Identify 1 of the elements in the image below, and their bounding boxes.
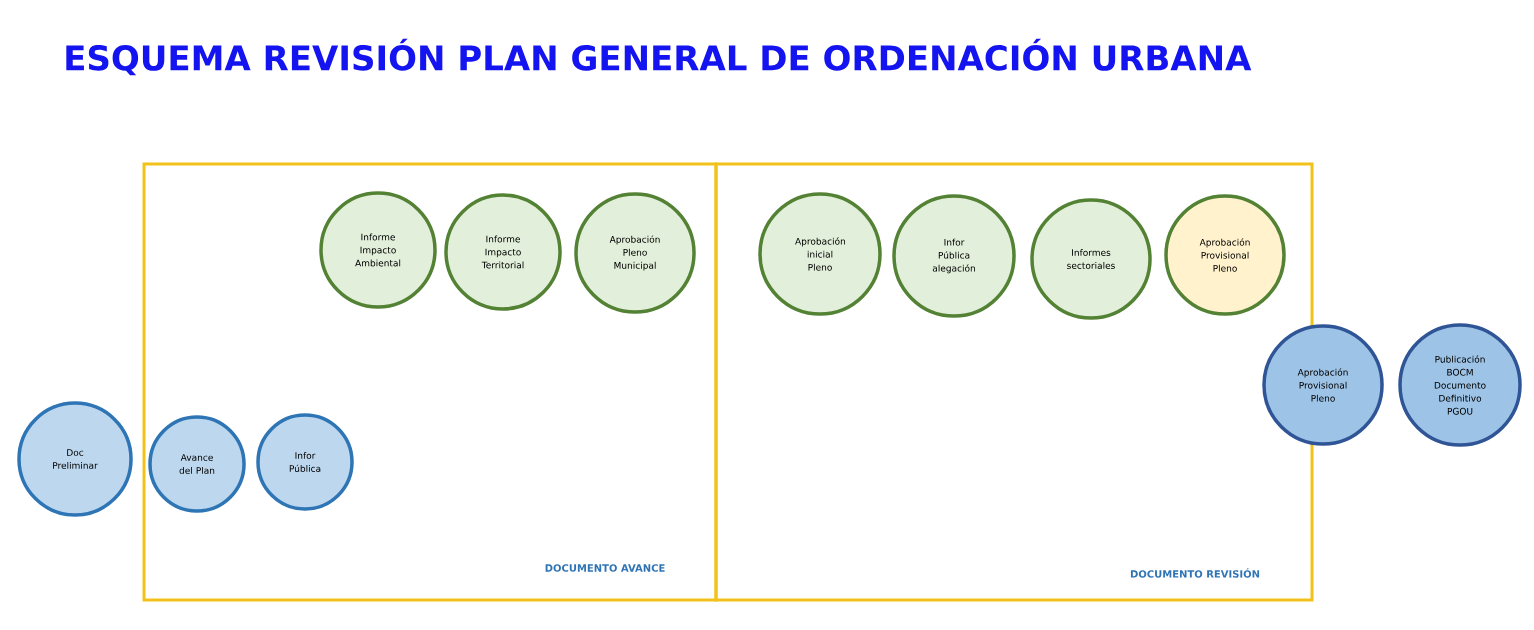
title: ESQUEMA REVISIÓN PLAN GENERAL DE ORDENACIÓN URBANA [66,38,1252,76]
